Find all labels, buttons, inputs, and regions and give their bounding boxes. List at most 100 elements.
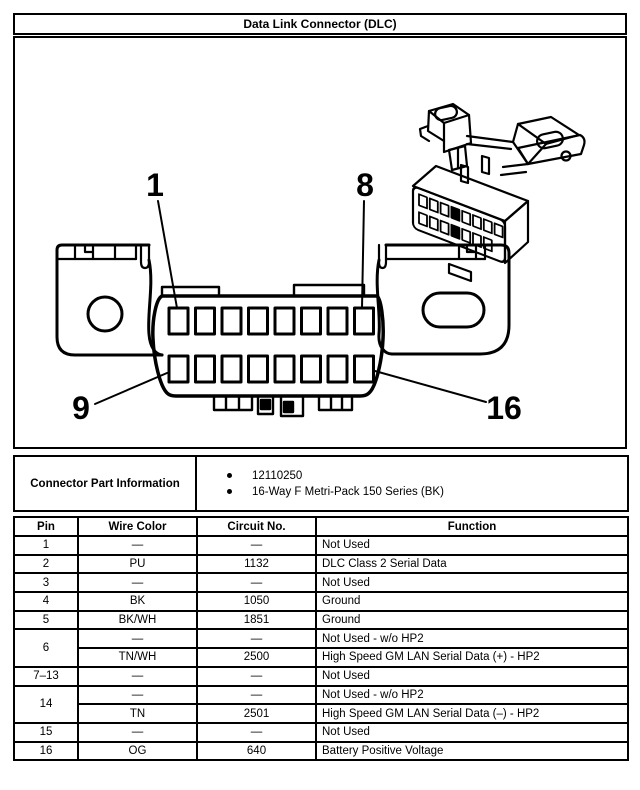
leader-pin-1 bbox=[157, 200, 178, 309]
iso-view bbox=[411, 102, 586, 283]
right-bracket-hole bbox=[421, 291, 486, 329]
table-cell: — bbox=[196, 721, 317, 743]
leader-pin-16 bbox=[374, 370, 487, 403]
connector-diagram: 1 8 9 16 bbox=[13, 36, 627, 449]
pin-4-cavity bbox=[247, 306, 269, 336]
pin-3-cavity bbox=[220, 306, 243, 336]
table-cell: 3 bbox=[13, 572, 79, 594]
table-cell: — bbox=[196, 572, 317, 594]
table-cell: — bbox=[77, 665, 198, 687]
table-cell: 1 bbox=[13, 535, 79, 556]
column-header: Circuit No. bbox=[196, 516, 317, 537]
table-row: 15——Not Used bbox=[13, 721, 629, 743]
table-cell: — bbox=[196, 684, 317, 706]
table-cell: — bbox=[77, 572, 198, 594]
page: Data Link Connector (DLC) bbox=[13, 13, 629, 762]
left-bracket-hole bbox=[86, 295, 124, 333]
table-cell: BK bbox=[77, 591, 198, 612]
table-cell: — bbox=[196, 535, 317, 556]
table-cell: TN bbox=[77, 703, 198, 724]
pin-12-cavity bbox=[247, 354, 269, 384]
function-cell: High Speed GM LAN Serial Data (+) - HP2 bbox=[315, 647, 629, 668]
leader-lines bbox=[94, 200, 487, 405]
table-cell: — bbox=[196, 628, 317, 650]
part-info-item: 12110250 bbox=[227, 468, 626, 484]
table-cell: — bbox=[77, 721, 198, 743]
table-cell: 5 bbox=[13, 609, 79, 631]
pin-9-cavity bbox=[167, 354, 190, 384]
column-header: Wire Color bbox=[77, 516, 198, 537]
right-bracket bbox=[375, 243, 511, 356]
table-cell: — bbox=[77, 684, 198, 706]
pin-8-cavity bbox=[353, 306, 375, 336]
table-cell: — bbox=[196, 665, 317, 687]
part-info-label: Connector Part Information bbox=[13, 455, 197, 512]
pin-8-callout: 8 bbox=[356, 167, 374, 203]
table-cell: 1132 bbox=[196, 553, 317, 575]
table-cell: TN/WH bbox=[77, 647, 198, 668]
table-row: 7–13——Not Used bbox=[13, 665, 629, 687]
table-row: 3——Not Used bbox=[13, 572, 629, 594]
iso-right-clip bbox=[465, 115, 586, 177]
function-cell: Not Used - w/o HP2 bbox=[315, 684, 629, 706]
pin-14-cavity bbox=[300, 354, 322, 384]
function-cell: Not Used bbox=[315, 665, 629, 687]
function-cell: Battery Positive Voltage bbox=[315, 740, 629, 762]
leader-pin-8 bbox=[361, 200, 365, 309]
table-cell: 16 bbox=[13, 740, 79, 762]
table-cell: 14 bbox=[13, 684, 79, 724]
column-header: Pin bbox=[13, 516, 79, 537]
column-header: Function bbox=[315, 516, 629, 537]
pin-16-cavity bbox=[353, 354, 375, 384]
function-cell: Not Used bbox=[315, 572, 629, 594]
pin-13-cavity bbox=[273, 354, 296, 384]
pin-9-callout: 9 bbox=[72, 390, 90, 426]
pin-2-cavity bbox=[194, 306, 216, 336]
pin-6-cavity bbox=[300, 306, 322, 336]
table-cell: 640 bbox=[196, 740, 317, 762]
connector-diagram-svg: 1 8 9 16 bbox=[55, 102, 586, 426]
table-row: 14——Not Used - w/o HP2 bbox=[13, 684, 629, 724]
left-bracket bbox=[55, 243, 164, 357]
table-cell: 2501 bbox=[196, 703, 317, 724]
pin-16-callout: 16 bbox=[486, 390, 522, 426]
table-cell: 15 bbox=[13, 721, 79, 743]
table-cell: BK/WH bbox=[77, 609, 198, 631]
table-cell: 2 bbox=[13, 553, 79, 575]
table-cell: — bbox=[77, 628, 198, 650]
function-cell: DLC Class 2 Serial Data bbox=[315, 553, 629, 575]
pin-1-cavity bbox=[167, 306, 190, 336]
table-cell: 7–13 bbox=[13, 665, 79, 687]
function-cell: High Speed GM LAN Serial Data (–) - HP2 bbox=[315, 703, 629, 724]
part-info-item: 16-Way F Metri-Pack 150 Series (BK) bbox=[227, 484, 626, 500]
table-cell: PU bbox=[77, 553, 198, 575]
table-cell: OG bbox=[77, 740, 198, 762]
table-cell: 1050 bbox=[196, 591, 317, 612]
function-cell: Not Used bbox=[315, 721, 629, 743]
table-cell: 6 bbox=[13, 628, 79, 668]
function-cell: Not Used - w/o HP2 bbox=[315, 628, 629, 650]
leader-pin-9 bbox=[94, 372, 168, 405]
table-cell: 4 bbox=[13, 591, 79, 612]
pin-row-bottom bbox=[167, 354, 375, 384]
pin-10-cavity bbox=[194, 354, 216, 384]
function-cell: Ground bbox=[315, 609, 629, 631]
table-cell: 2500 bbox=[196, 647, 317, 668]
connector-body bbox=[151, 283, 385, 418]
function-cell: Ground bbox=[315, 591, 629, 612]
table-row: 6——Not Used - w/o HP2 bbox=[13, 628, 629, 668]
bottom-tabs bbox=[212, 395, 354, 418]
table-row: 1——Not Used bbox=[13, 535, 629, 556]
